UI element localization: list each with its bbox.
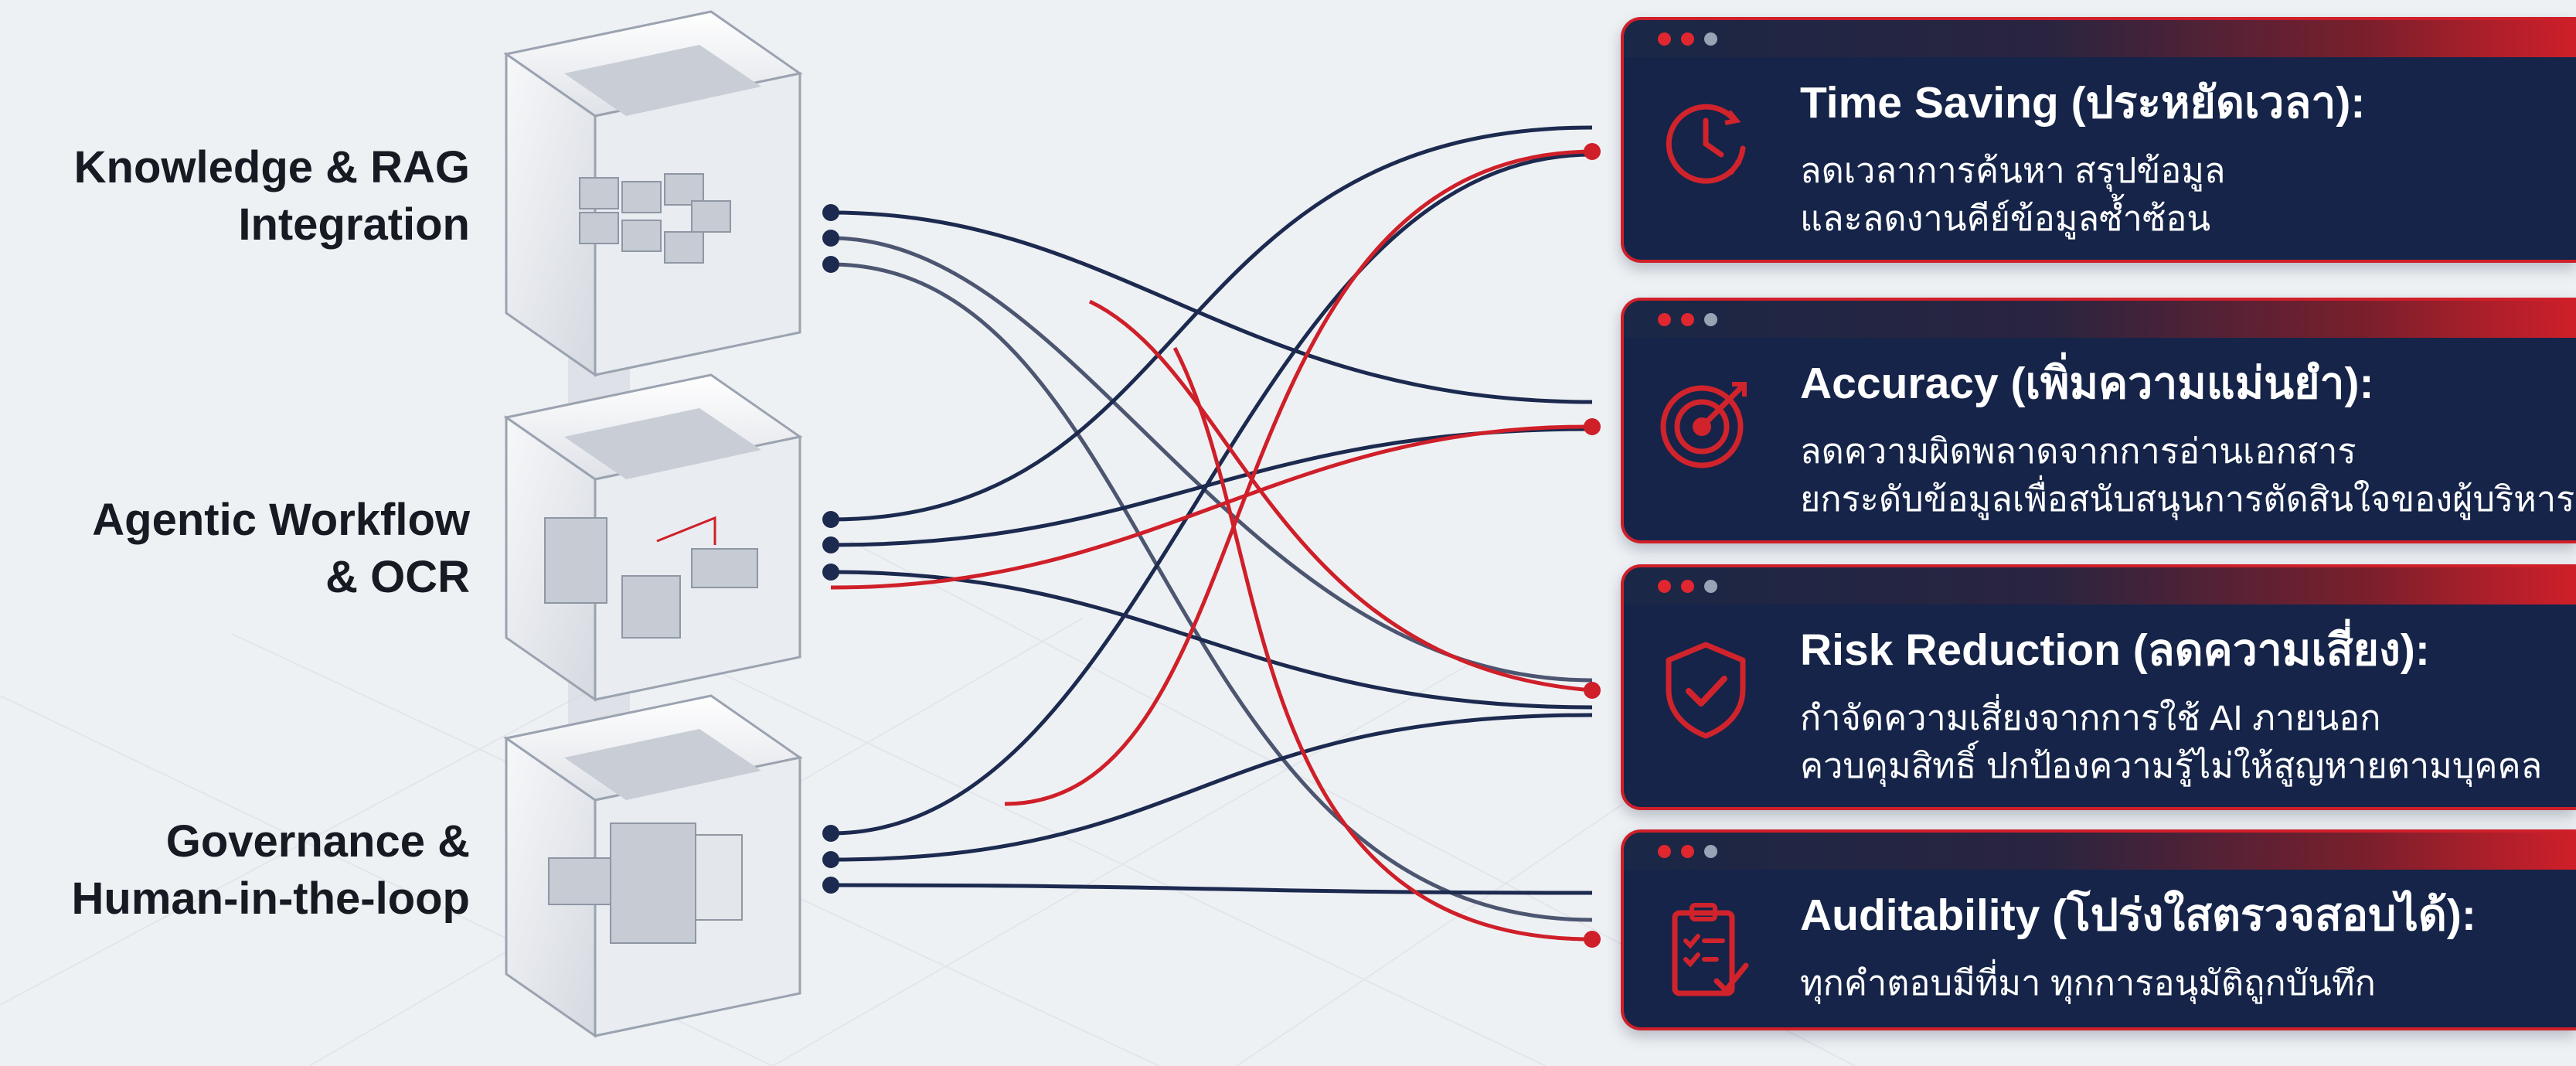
benefit-description: ยกระดับข้อมูลเพื่อสนับสนุนการตัดสินใจของ… (1800, 479, 2575, 519)
connector-end-nodes (1584, 143, 1601, 948)
label-knowledge-rag: Knowledge & RAG Integration (74, 139, 470, 254)
benefit-card-accuracy: Accuracy (เพิ่มความแม่นยำ): ลดความผิดพลา… (1621, 298, 2576, 543)
benefit-title: Time Saving (ประหยัดเวลา): (1800, 78, 2366, 128)
cube-governance (503, 694, 803, 1038)
clock-icon (1666, 104, 1746, 184)
connector-start-nodes (822, 204, 839, 894)
card-title-bar (1624, 20, 2576, 57)
card-title-bar (1624, 567, 2576, 605)
window-dot-icon (1681, 313, 1694, 326)
card-title-bar (1624, 301, 2576, 338)
connector-lines (830, 125, 1593, 942)
window-dot-icon (1658, 580, 1671, 593)
window-dot-icon (1681, 580, 1694, 593)
benefit-title: Accuracy (เพิ่มความแม่นยำ): (1800, 359, 2374, 408)
window-dot-icon (1704, 313, 1717, 326)
window-dot-icon (1704, 845, 1717, 858)
benefit-description: ลดเวลาการค้นหา สรุปข้อมูล (1800, 151, 2226, 190)
benefit-card-time-saving: Time Saving (ประหยัดเวลา): ลดเวลาการค้นห… (1621, 17, 2576, 263)
benefit-description: ลดความผิดพลาดจากการอ่านเอกสาร (1800, 431, 2357, 471)
window-dot-icon (1658, 32, 1671, 46)
label-line: & OCR (325, 552, 470, 602)
benefit-description: ควบคุมสิทธิ์ ปกป้องความรู้ไม่ให้สูญหายตา… (1800, 746, 2543, 785)
benefit-card-auditability: Auditability (โปร่งใสตรวจสอบได้): ทุกคำต… (1621, 829, 2576, 1030)
window-dot-icon (1658, 313, 1671, 326)
benefit-description: และลดงานคีย์ข้อมูลซ้ำซ้อน (1800, 199, 2211, 238)
cube-agentic (503, 373, 803, 702)
checklist-icon (1672, 903, 1749, 996)
benefit-description: กำจัดความเสี่ยงจากการใช้ AI ภายนอก (1800, 698, 2381, 737)
benefit-title: Risk Reduction (ลดความเสี่ยง): (1800, 625, 2430, 675)
window-dot-icon (1704, 580, 1717, 593)
cube-knowledge (503, 10, 803, 377)
window-dot-icon (1681, 845, 1694, 858)
label-line: Agentic Workflow (92, 495, 470, 545)
benefit-description: ทุกคำตอบมีที่มา ทุกการอนุมัติถูกบันทึก (1800, 963, 2376, 1003)
shield-check-icon (1666, 642, 1746, 739)
benefit-card-risk-reduction: Risk Reduction (ลดความเสี่ยง): กำจัดความ… (1621, 564, 2576, 810)
window-dot-icon (1704, 32, 1717, 46)
label-line: Governance & (165, 816, 470, 867)
label-line: Human-in-the-loop (71, 874, 470, 924)
label-line: Knowledge & RAG (73, 142, 470, 192)
window-dot-icon (1681, 32, 1694, 46)
background-grid (0, 540, 1856, 1066)
target-icon (1660, 382, 1747, 468)
label-governance: Governance & Human-in-the-loop (72, 813, 470, 928)
window-dot-icon (1658, 845, 1671, 858)
benefit-title: Auditability (โปร่งใสตรวจสอบได้): (1800, 891, 2476, 940)
card-title-bar (1624, 833, 2576, 870)
label-line: Integration (238, 199, 470, 250)
label-agentic-workflow: Agentic Workflow & OCR (92, 492, 470, 606)
